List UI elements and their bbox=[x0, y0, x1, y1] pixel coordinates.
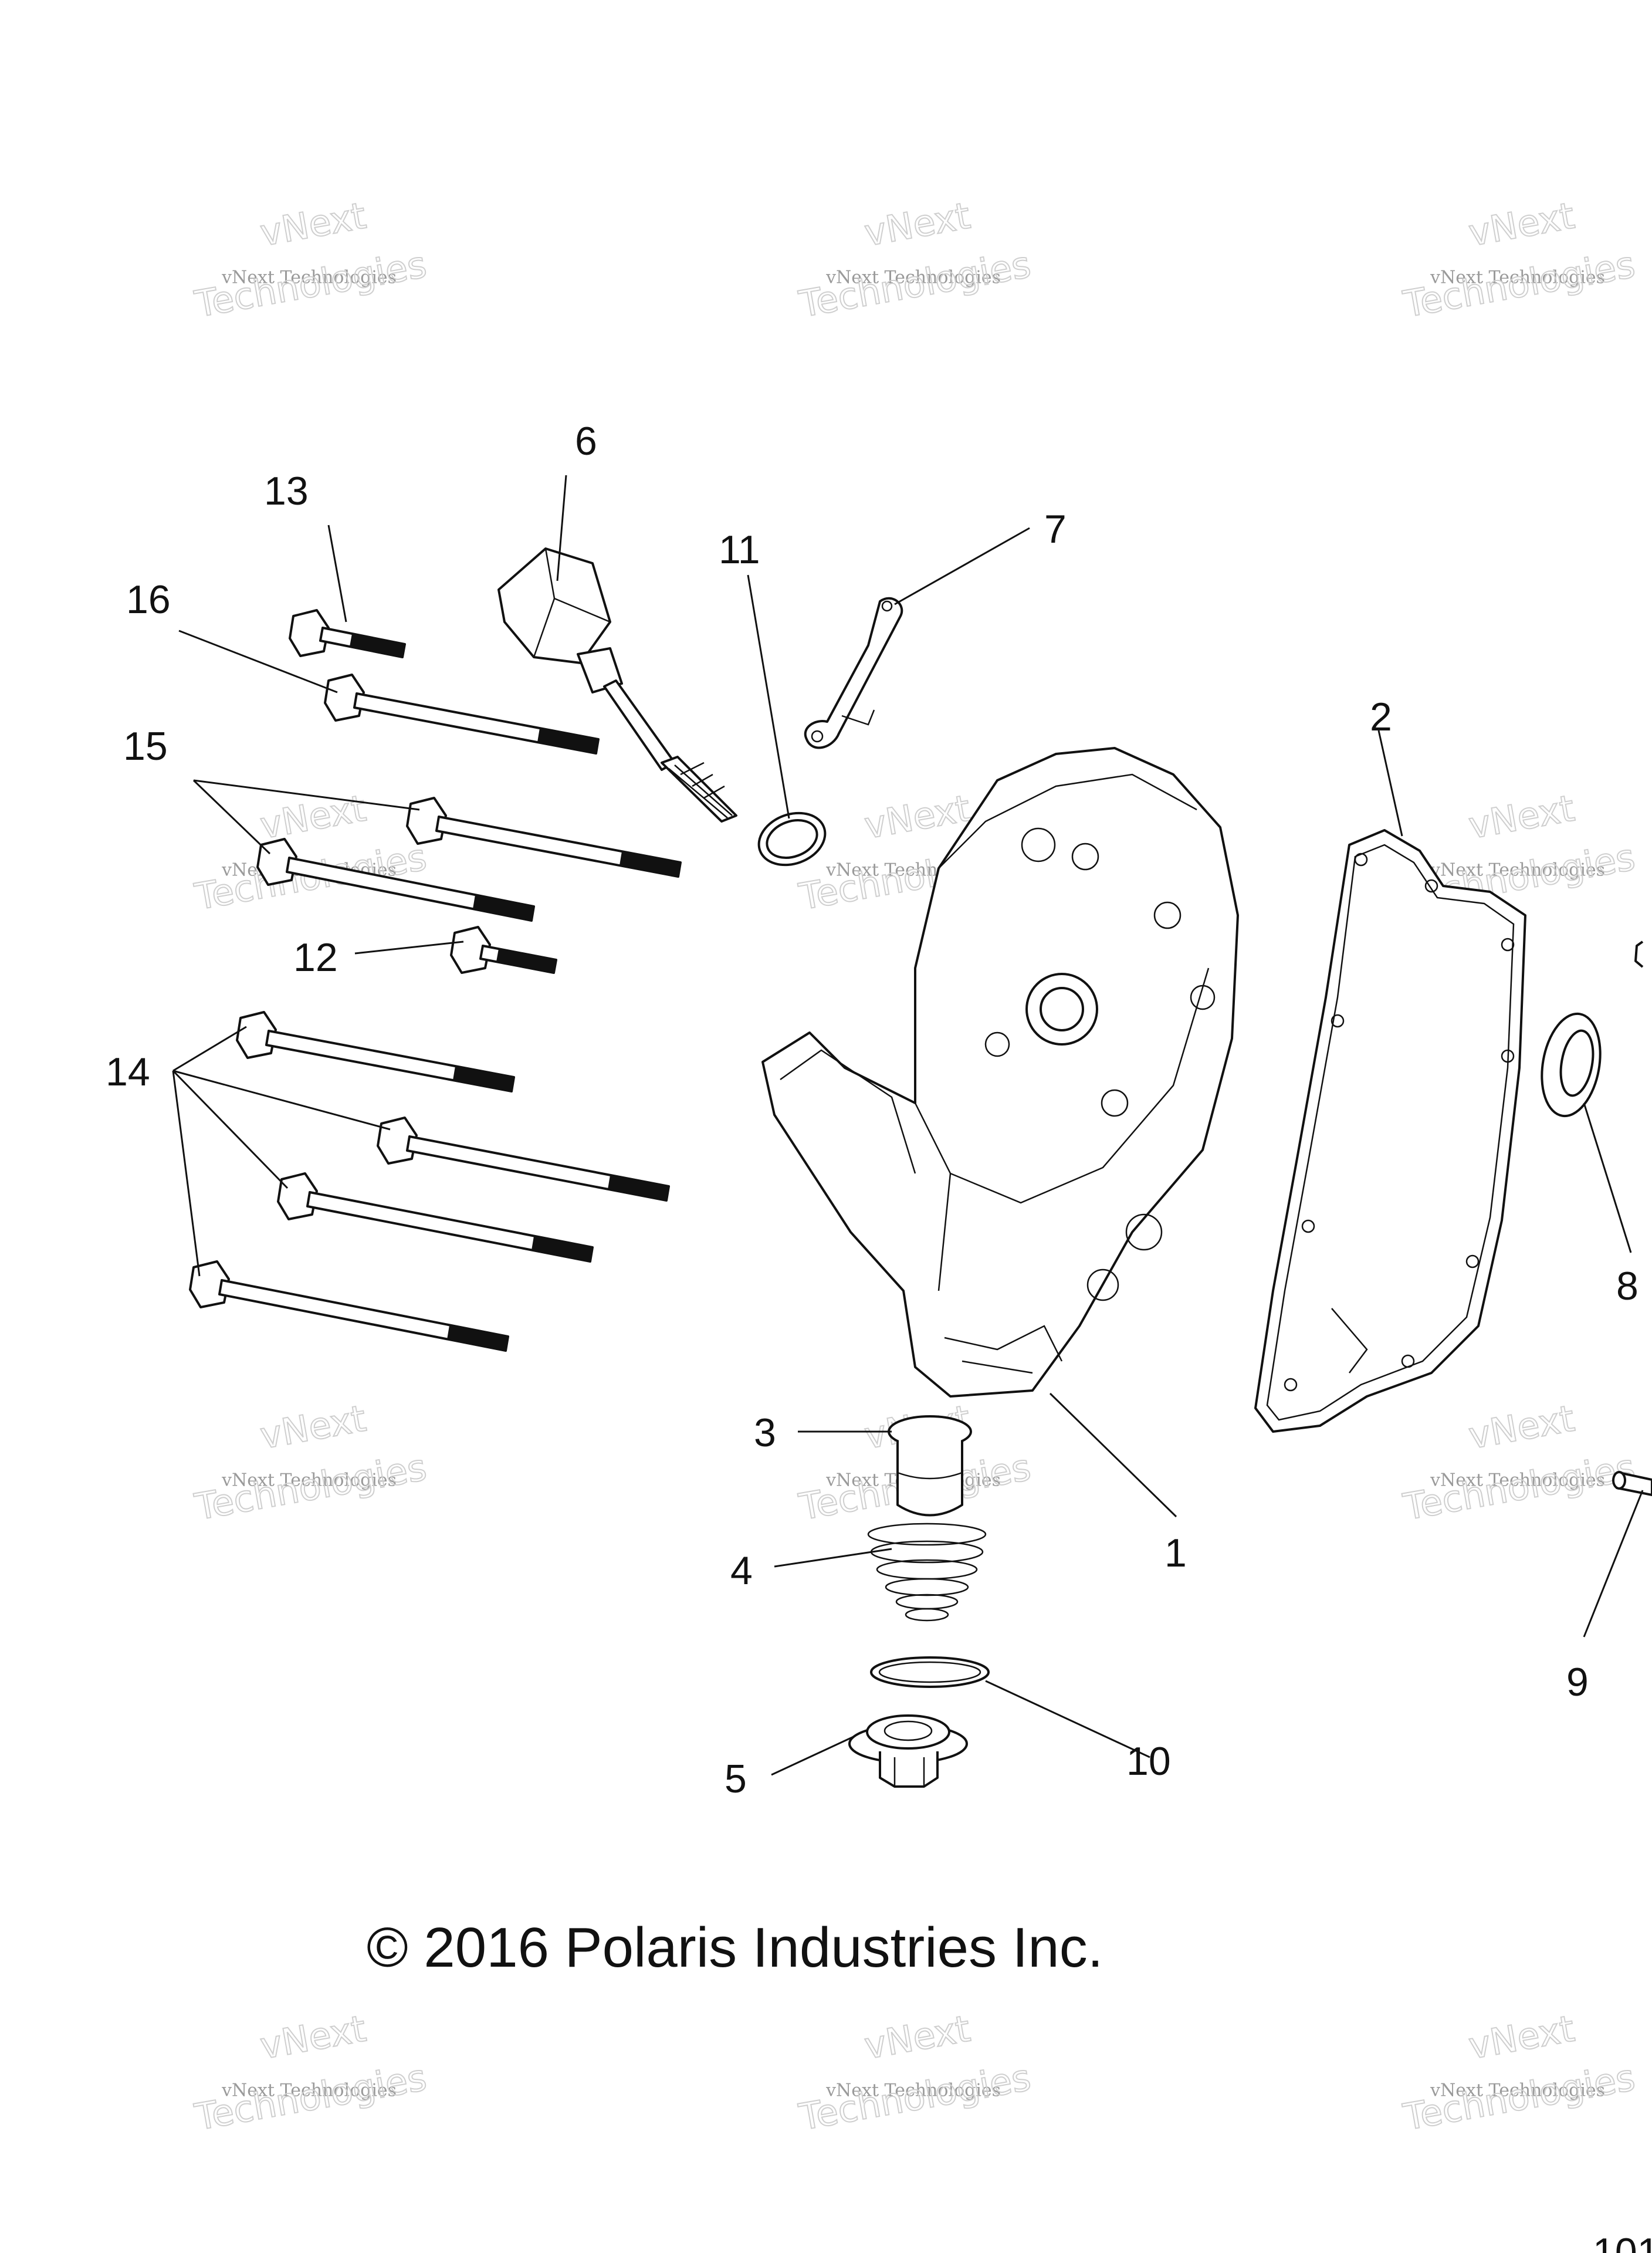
plug-3 bbox=[888, 1415, 972, 1517]
bracket bbox=[804, 597, 903, 749]
svg-text:vNext Technologies: vNext Technologies bbox=[825, 2080, 1001, 2100]
svg-text:vNext: vNext bbox=[1465, 1397, 1577, 1457]
callout-11: 11 bbox=[719, 527, 760, 572]
callout-9: 9 bbox=[1566, 1660, 1589, 1704]
svg-text:vNext: vNext bbox=[257, 2007, 369, 2068]
watermark-top-center: vNext vNext Technologies Technologies bbox=[795, 194, 1034, 327]
bolt-14-c bbox=[277, 1172, 594, 1263]
svg-text:vNext: vNext bbox=[861, 787, 973, 847]
callout-7: 7 bbox=[1044, 507, 1067, 552]
watermark-top-right: vNext vNext Technologies Technologies bbox=[1399, 194, 1639, 327]
svg-text:vNext Technologies: vNext Technologies bbox=[221, 267, 397, 287]
svg-text:vNext: vNext bbox=[1465, 194, 1577, 255]
dipstick bbox=[497, 547, 737, 823]
svg-text:vNext Technologies: vNext Technologies bbox=[1430, 2080, 1605, 2100]
bolt-15-long bbox=[406, 797, 682, 878]
drain-plug-5 bbox=[848, 1714, 968, 1788]
bolt-14-a bbox=[236, 1011, 515, 1092]
o-ring-11 bbox=[757, 811, 827, 867]
figure-number: 101 bbox=[1593, 2230, 1652, 2253]
svg-text:vNext Technologies: vNext Technologies bbox=[1430, 1470, 1605, 1490]
callout-8: 8 bbox=[1616, 1264, 1639, 1308]
callout-5: 5 bbox=[725, 1757, 747, 1801]
callout-15: 15 bbox=[123, 724, 168, 769]
bolt-16 bbox=[324, 674, 600, 755]
svg-text:Technologies: Technologies bbox=[1400, 2056, 1638, 2139]
svg-text:vNext Technologies: vNext Technologies bbox=[221, 1470, 397, 1490]
partial-part-top-right bbox=[1634, 941, 1644, 968]
svg-text:vNext: vNext bbox=[257, 1397, 369, 1457]
o-ring-10 bbox=[870, 1656, 990, 1688]
svg-text:Technologies: Technologies bbox=[1400, 1446, 1638, 1528]
svg-text:Technologies: Technologies bbox=[191, 2056, 429, 2139]
svg-text:Technologies: Technologies bbox=[795, 2056, 1034, 2139]
seal-8 bbox=[1541, 1012, 1602, 1118]
watermark-mid-left: vNext vNext Technologies Technologies bbox=[191, 786, 430, 919]
svg-text:vNext: vNext bbox=[861, 2007, 973, 2068]
watermark-top-left: vNext vNext Technologies Technologies bbox=[191, 194, 430, 327]
svg-text:vNext: vNext bbox=[1465, 787, 1577, 847]
watermark-bottom-left: vNext vNext Technologies Technologies bbox=[191, 2007, 430, 2140]
watermark-bottom-right: vNext vNext Technologies Technologies bbox=[1399, 2007, 1639, 2140]
callout-12: 12 bbox=[293, 935, 338, 980]
svg-text:vNext Technologies: vNext Technologies bbox=[1430, 267, 1605, 287]
bolt-14-d bbox=[189, 1260, 509, 1352]
svg-text:vNext: vNext bbox=[1465, 2007, 1577, 2068]
callout-13: 13 bbox=[264, 469, 309, 513]
callout-2: 2 bbox=[1370, 695, 1392, 739]
svg-text:vNext Technologies: vNext Technologies bbox=[1430, 860, 1605, 880]
bolt-12 bbox=[450, 926, 557, 974]
bolt-14-b bbox=[377, 1117, 670, 1202]
gasket bbox=[1254, 829, 1526, 1433]
callout-1: 1 bbox=[1164, 1531, 1187, 1575]
svg-text:Technologies: Technologies bbox=[795, 243, 1034, 326]
svg-text:Technologies: Technologies bbox=[1400, 243, 1638, 326]
svg-text:Technologies: Technologies bbox=[191, 1446, 429, 1528]
watermark-low-right: vNext vNext Technologies Technologies bbox=[1399, 1396, 1639, 1530]
bolt-13 bbox=[289, 609, 406, 658]
callout-14: 14 bbox=[106, 1050, 150, 1094]
svg-text:vNext: vNext bbox=[861, 194, 973, 255]
callout-16: 16 bbox=[126, 577, 171, 622]
callout-3: 3 bbox=[754, 1410, 776, 1455]
watermark-low-left: vNext vNext Technologies Technologies bbox=[191, 1396, 430, 1530]
svg-text:vNext: vNext bbox=[257, 194, 369, 255]
svg-text:vNext Technologies: vNext Technologies bbox=[825, 267, 1001, 287]
svg-text:Technologies: Technologies bbox=[191, 243, 429, 326]
callout-10: 10 bbox=[1126, 1739, 1171, 1784]
svg-text:vNext Technologies: vNext Technologies bbox=[221, 2080, 397, 2100]
spring-4 bbox=[867, 1523, 987, 1622]
crankcase-cover bbox=[761, 747, 1239, 1398]
callout-4: 4 bbox=[730, 1548, 753, 1593]
copyright-notice: © 2016 Polaris Industries Inc. bbox=[367, 1916, 1103, 1979]
watermark-bottom-center: vNext vNext Technologies Technologies bbox=[795, 2007, 1034, 2140]
pin-9 bbox=[1612, 1471, 1652, 1496]
callout-6: 6 bbox=[575, 419, 597, 464]
leader-lines bbox=[172, 475, 1644, 1776]
